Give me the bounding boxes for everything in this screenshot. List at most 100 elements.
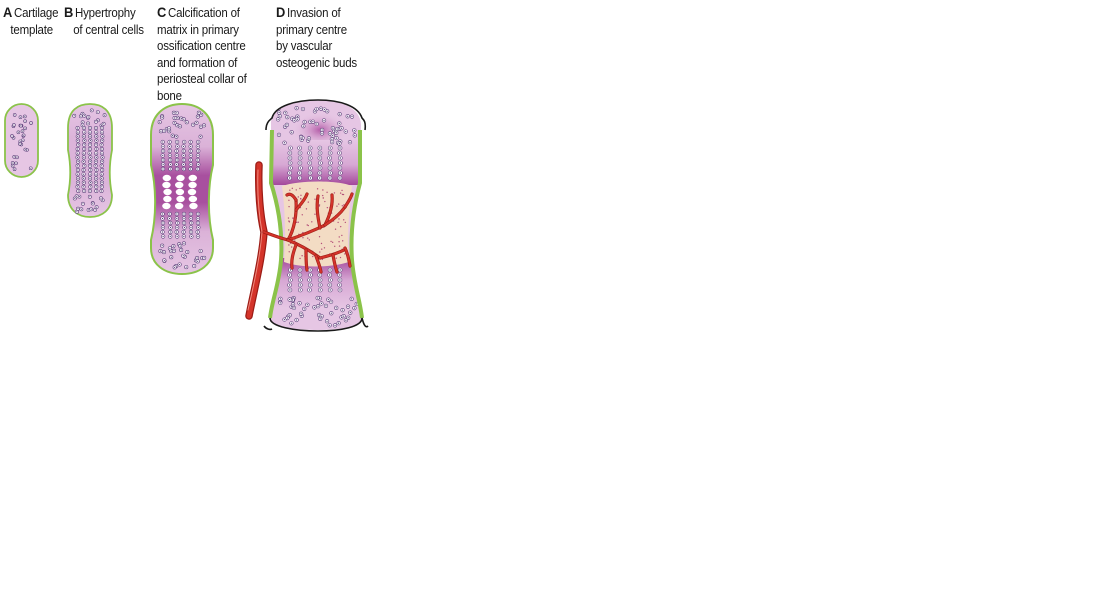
chondrocyte-nucleus [76, 165, 79, 167]
marrow-dot [320, 242, 323, 245]
chondrocyte-nucleus [190, 163, 192, 166]
chondrocyte-nucleus [289, 298, 291, 301]
chondrocyte-nucleus [336, 128, 338, 130]
marrow-dot [333, 192, 336, 194]
chondrocyte-nucleus [300, 136, 302, 138]
chondrocyte-nucleus [101, 127, 103, 129]
chondrocyte-nucleus [185, 266, 187, 268]
chondrocyte-nucleus [288, 274, 291, 276]
marrow-dot [297, 221, 299, 223]
marrow-dot [344, 221, 347, 224]
stage-b-cartilage [67, 103, 113, 218]
chondrocyte-nucleus [289, 314, 291, 316]
chondrocyte-nucleus [182, 231, 185, 233]
marrow-dot [306, 224, 308, 226]
chondrocyte-nucleus [183, 118, 185, 120]
calcified-lacuna [188, 181, 197, 189]
chondrocyte-nucleus [309, 274, 312, 276]
chondrocyte-nucleus [299, 279, 302, 281]
marrow-dot [289, 189, 291, 191]
chondrocyte-nucleus [318, 314, 320, 316]
marrow-dot [326, 191, 328, 194]
chondrocyte-nucleus [169, 226, 172, 229]
stage-c-chondrocytes [157, 110, 207, 270]
chondrocyte-nucleus [354, 134, 356, 137]
chondrocyte-nucleus [77, 135, 79, 137]
marrow-dot [342, 193, 345, 196]
chondrocyte-nucleus [169, 231, 171, 233]
chondrocyte-nucleus [163, 259, 165, 262]
chondrocyte-nucleus [329, 162, 332, 164]
chondrocyte-nucleus [21, 130, 24, 132]
chondrocyte-nucleus [172, 245, 174, 247]
chondrocyte-nucleus [197, 141, 199, 143]
chondrocyte-nucleus [292, 303, 294, 305]
marrow-dot [336, 205, 338, 207]
stage-b-letter: B [64, 4, 74, 20]
chondrocyte-nucleus [351, 116, 353, 118]
chondrocyte-nucleus [89, 127, 91, 129]
chondrocyte-nucleus [341, 309, 344, 311]
chondrocyte-nucleus [15, 162, 17, 164]
chondrocyte-nucleus [92, 202, 94, 205]
chondrocyte-nucleus [190, 213, 192, 215]
chondrocyte-nucleus [89, 156, 91, 158]
chondrocyte-nucleus [317, 297, 319, 299]
marrow-dot [307, 224, 309, 227]
chondrocyte-nucleus [170, 250, 172, 252]
chondrocyte-nucleus [326, 320, 328, 322]
chondrocyte-nucleus [286, 124, 288, 126]
chondrocyte-nucleus [24, 148, 26, 151]
chondrocyte-nucleus [81, 124, 84, 126]
chondrocyte-nucleus [331, 141, 333, 143]
chondrocyte-nucleus [312, 121, 314, 123]
chondrocyte-nucleus [100, 197, 102, 199]
chondrocyte-nucleus [332, 127, 334, 129]
calcified-lacuna [176, 195, 185, 203]
chondrocyte-nucleus [169, 159, 171, 161]
chondrocyte-nucleus [197, 222, 199, 224]
chondrocyte-nucleus [183, 242, 185, 244]
chondrocyte-nucleus [293, 119, 295, 122]
chondrocyte-nucleus [101, 177, 103, 179]
chondrocyte-nucleus [95, 121, 97, 123]
stage-d-line-1: Invasion of [286, 6, 341, 20]
marrow-dot [341, 189, 343, 192]
marrow-dot [308, 239, 310, 241]
chondrocyte-nucleus [296, 116, 298, 118]
chondrocyte-nucleus [101, 173, 103, 175]
chondrocyte-nucleus [318, 177, 321, 179]
chondrocyte-nucleus [89, 173, 91, 175]
chondrocyte-nucleus [343, 315, 345, 317]
chondrocyte-nucleus [319, 152, 321, 154]
chondrocyte-nucleus [314, 110, 316, 112]
chondrocyte-nucleus [77, 190, 79, 192]
marrow-dot [339, 256, 342, 259]
marrow-dot [344, 253, 346, 255]
stage-d-bone [245, 99, 369, 332]
chondrocyte-nucleus [333, 130, 335, 132]
chondrocyte-nucleus [329, 172, 331, 174]
chondrocyte-nucleus [334, 324, 336, 327]
chondrocyte-nucleus [13, 156, 15, 158]
chondrocyte-nucleus [182, 163, 185, 166]
chondrocyte-nucleus [73, 115, 75, 117]
chondrocyte-nucleus [81, 113, 84, 115]
vascular-bud [295, 193, 308, 211]
calcified-lacuna [176, 174, 185, 182]
chondrocyte-nucleus [200, 114, 202, 116]
marrow-dot [322, 197, 324, 199]
chondrocyte-nucleus [288, 177, 291, 179]
chondrocyte-nucleus [289, 289, 291, 291]
chondrocyte-nucleus [14, 168, 16, 170]
chondrocyte-nucleus [183, 222, 185, 224]
marrow-dot [341, 234, 343, 237]
chondrocyte-nucleus [95, 161, 97, 163]
chondrocyte-nucleus [169, 247, 171, 249]
chondrocyte-nucleus [180, 117, 182, 120]
chondrocyte-nucleus [95, 144, 97, 146]
chondrocyte-nucleus [190, 235, 193, 238]
chondrocyte-nucleus [190, 217, 192, 220]
stage-d-vascular-buds [262, 192, 354, 274]
